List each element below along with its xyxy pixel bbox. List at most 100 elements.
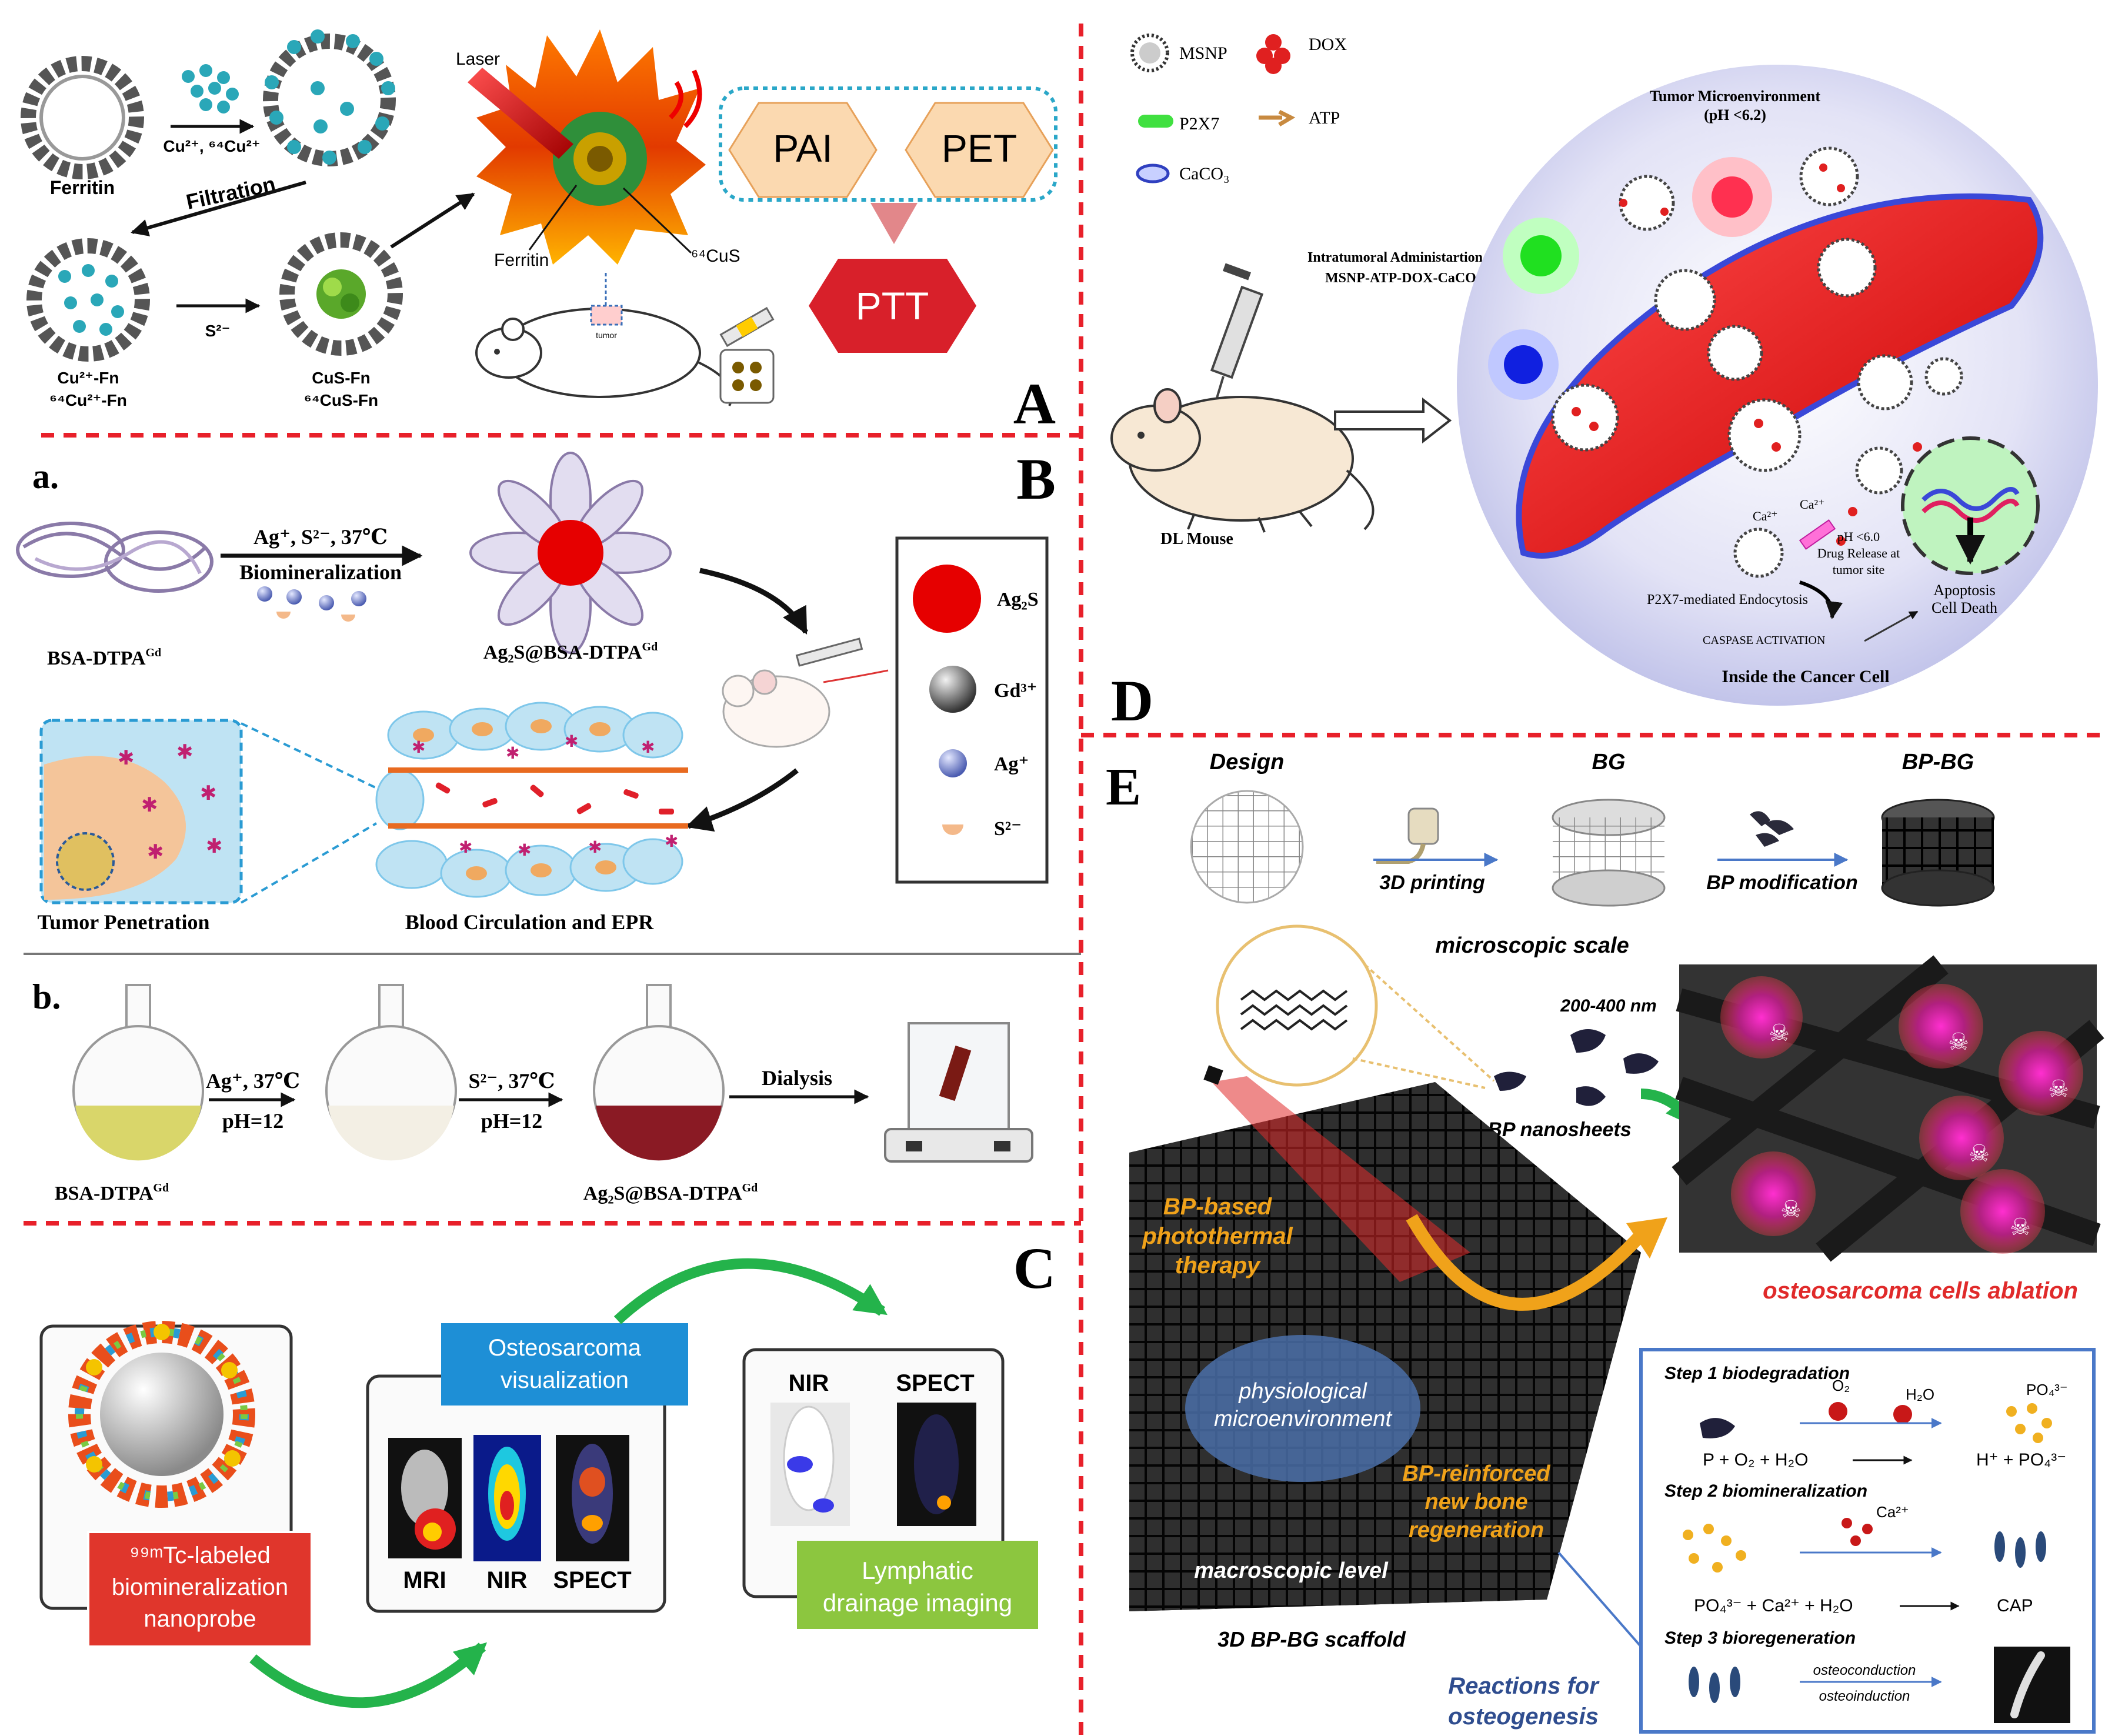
pai-label: PAI: [773, 126, 832, 170]
bsa-dtpa-b-label: BSA-DTPAGd: [55, 1181, 169, 1204]
endocytosis-arrow: [1799, 580, 1843, 619]
pet-label: PET: [942, 126, 1017, 170]
probe-label-line2: biomineralization: [112, 1574, 288, 1600]
microscopic-scale-label: microscopic scale: [1435, 933, 1629, 958]
msnp-legend-icon: [1130, 34, 1169, 72]
dialysis-setup: [884, 1022, 1033, 1163]
osteoinduction-label: osteoinduction: [1819, 1688, 1910, 1704]
svg-text:✱: ✱: [459, 838, 472, 856]
o2-molecule: [1829, 1402, 1847, 1421]
legend-ag-swatch: [939, 749, 967, 777]
ferritin-cage-loaded: [263, 29, 396, 166]
ca-label-2: Ca²⁺: [1800, 497, 1825, 512]
p2x7-legend-icon: [1138, 115, 1173, 128]
spect-label-lymph: SPECT: [896, 1370, 974, 1396]
bsa-dtpa-label: BSA-DTPAGd: [47, 646, 161, 669]
panel-b: B a. BSA-DTPAGd Ag⁺, S²⁻, 37℃ Biomineral…: [16, 446, 1056, 1204]
h2o-label: H₂O: [1906, 1386, 1934, 1403]
osteoconduction-label: osteoconduction: [1813, 1662, 1916, 1678]
atp-legend-icon: [1259, 109, 1296, 127]
svg-text:✱: ✱: [506, 744, 519, 762]
msnp-particles: [1551, 146, 1963, 578]
ferritin-pointer-label: Ferritin: [494, 251, 549, 270]
ph-label-line1: pH <6.0: [1837, 529, 1880, 544]
nir-lymph-image: [770, 1403, 850, 1526]
admin-label-line2: MSNP-ATP-DOX-CaCO₃: [1325, 271, 1480, 286]
flame-illustration: [476, 29, 706, 265]
panel-e: E Design BG BP-BG 3D printing BP modific…: [1106, 750, 2104, 1734]
step1-label: Step 1 biodegradation: [1664, 1364, 1850, 1383]
nir-label-lymph: NIR: [789, 1370, 829, 1396]
dox-legend-icon: [1256, 34, 1290, 74]
apoptosis-label-line1: Apoptosis: [1933, 582, 1995, 599]
syringe-a: [719, 306, 775, 404]
physiological-ellipse: [1185, 1335, 1420, 1482]
ca-label-1: Ca²⁺: [1753, 509, 1778, 523]
apoptosis-label-line2: Cell Death: [1931, 599, 1997, 616]
probe-label-line3: nanoprobe: [144, 1606, 256, 1632]
probe-label-line1: ⁹⁹ᵐTc-labeled: [129, 1543, 271, 1568]
atp-legend-label: ATP: [1309, 108, 1340, 128]
probe-label-box: [87, 1531, 313, 1648]
svg-text:✱: ✱: [665, 832, 678, 850]
legend-s-swatch: [942, 824, 963, 835]
mouse-illustration-a: tumor: [475, 271, 733, 406]
tumor-penetration-label: Tumor Penetration: [38, 910, 210, 934]
tumor-tag: tumor: [596, 330, 617, 340]
cu64-fn-label: ⁶⁴Cu²⁺-Fn: [49, 391, 127, 409]
reactions-label-line1: Reactions for: [1448, 1673, 1600, 1699]
arrow-to-injection: [699, 567, 808, 635]
cus-fn-label: CuS-Fn: [312, 369, 371, 387]
cap-ellipses: [1994, 1531, 2046, 1568]
nir-image: [473, 1435, 541, 1561]
bp-ptt-label-line3: therapy: [1175, 1253, 1261, 1278]
o2-label: O₂: [1832, 1377, 1850, 1394]
caspase-arrow: [1864, 610, 1919, 642]
cu-fn-label: Cu²⁺-Fn: [58, 369, 119, 387]
ferritin-cage-empty: [21, 56, 144, 179]
ferritin-label: Ferritin: [50, 177, 115, 198]
svg-text:☠: ☠: [1780, 1197, 1802, 1223]
s2-label: S²⁻: [205, 322, 231, 340]
dialysis-label: Dialysis: [762, 1066, 832, 1090]
bp-nanosheets: [1494, 1029, 1659, 1106]
svg-text:✱: ✱: [176, 741, 194, 763]
laser-label: Laser: [456, 49, 500, 69]
reinforced-label-line3: regeneration: [1409, 1518, 1544, 1543]
eq2-left: PO₄³⁻ + Ca²⁺ + H₂O: [1694, 1596, 1853, 1615]
spect-image: [556, 1435, 629, 1561]
svg-text:☠: ☠: [1948, 1029, 1969, 1055]
panel-e-letter: E: [1106, 758, 1141, 816]
step1-bottom-label: pH=12: [222, 1109, 284, 1133]
osteosarcoma-cells-image: ☠☠☠ ☠☠☠: [1672, 955, 2104, 1262]
svg-text:✱: ✱: [518, 841, 531, 859]
arrow-to-circulation: [685, 768, 799, 832]
step2-top-label: S²⁻, 37℃: [469, 1069, 555, 1093]
green-arrow-top: [613, 1258, 888, 1324]
po4-dots-1: [2006, 1403, 2052, 1443]
panel-d-letter: D: [1111, 668, 1153, 733]
ag2s-nanoflower: [469, 452, 672, 654]
spect-label-c: SPECT: [553, 1567, 631, 1593]
bpbg-label: BP-BG: [1902, 750, 1974, 774]
physiological-label-line1: physiological: [1238, 1379, 1367, 1404]
ptt-pointer: [870, 203, 918, 244]
svg-text:✱: ✱: [412, 738, 425, 756]
svg-text:✱: ✱: [588, 838, 602, 856]
svg-text:☠: ☠: [1769, 1020, 1790, 1046]
orange-arrowhead: [1626, 1217, 1667, 1258]
legend-gd-swatch: [929, 666, 976, 713]
osteo-label-box: [441, 1323, 688, 1406]
dox-legend-label: DOX: [1309, 35, 1347, 54]
ph-label-line2: Drug Release at: [1817, 546, 1900, 560]
scaffold-label: 3D BP-BG scaffold: [1217, 1627, 1406, 1651]
printer-nozzle-icon: [1376, 807, 1439, 864]
eq1-right: H⁺ + PO₄³⁻: [1976, 1450, 2066, 1470]
cus64-fn-label: ⁶⁴CuS-Fn: [304, 391, 378, 409]
spect-lymph-image: [897, 1403, 976, 1526]
legend-ag-label: Ag⁺: [994, 753, 1029, 775]
lymph-label-line2: drainage imaging: [823, 1589, 1012, 1617]
po4-label-1: PO₄³⁻: [2026, 1381, 2068, 1398]
bp-flakes-icon: [1750, 811, 1794, 847]
